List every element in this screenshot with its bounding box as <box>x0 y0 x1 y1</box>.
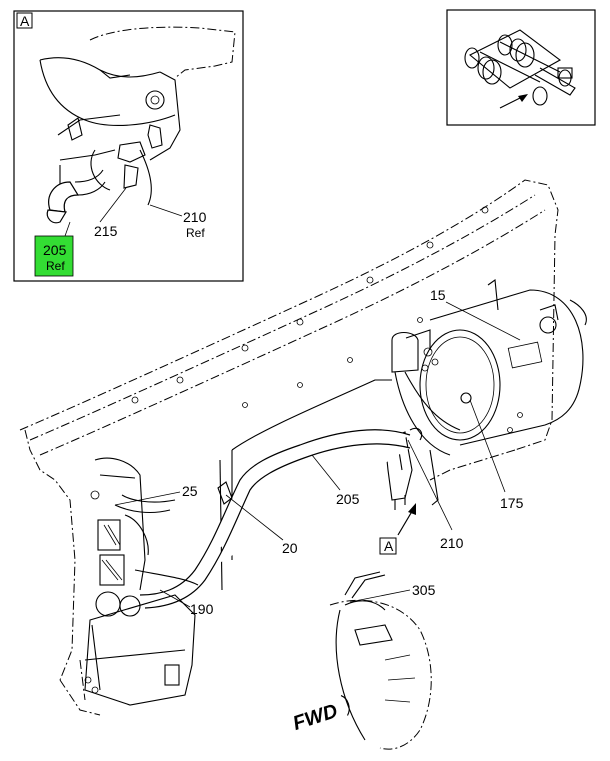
view-a-label: A <box>384 538 394 554</box>
callout-215: 215 <box>94 223 118 239</box>
callout-190: 190 <box>190 601 214 617</box>
fwd-label: FWD <box>290 700 340 735</box>
leader-20 <box>225 494 284 541</box>
callout-210: 210 <box>440 535 464 551</box>
callout-305: 305 <box>412 582 436 598</box>
leader-210-detail <box>149 204 183 217</box>
reservoir <box>84 594 196 706</box>
detail-view-label-box <box>16 12 33 29</box>
detail-view-label: A <box>20 13 30 29</box>
callout-205: 205 <box>336 491 360 507</box>
callout-25: 25 <box>182 483 198 499</box>
main-view: A 15 175 210 205 25 20 190 305 FWD <box>19 179 587 750</box>
leader-205 <box>311 454 341 491</box>
coolant-hose-205 <box>139 429 411 609</box>
leader-15 <box>445 301 521 341</box>
mounting-bracket <box>384 427 439 510</box>
firewall-panel-left-edge <box>24 429 76 681</box>
view-a-label-box <box>379 537 397 555</box>
callout-15: 15 <box>430 287 446 303</box>
firewall-panel-top-edge <box>19 179 559 451</box>
detail-panel-edge <box>89 26 236 79</box>
leader-190 <box>159 589 191 608</box>
coolant-tank <box>391 279 587 456</box>
leader-205-detail <box>64 221 71 237</box>
detail-view-a: A 215 210 Ref 205 Ref <box>13 10 244 282</box>
fwd-arrow-icon <box>340 695 350 716</box>
callout-205-detail: 205 <box>43 242 67 258</box>
callout-210-ref-detail: Ref <box>186 226 205 240</box>
connector-cluster <box>94 457 199 617</box>
leader-215 <box>99 187 127 223</box>
fan-shroud <box>329 571 432 750</box>
leader-25 <box>114 491 181 506</box>
leader-210 <box>407 439 453 531</box>
truck-chassis-icon <box>446 9 596 126</box>
callout-175: 175 <box>500 495 524 511</box>
leader-175 <box>469 399 506 493</box>
callout-20: 20 <box>282 540 298 556</box>
callout-210-detail: 210 <box>183 209 207 225</box>
leader-305 <box>349 589 411 603</box>
forward-indicator: FWD <box>290 695 350 735</box>
callout-205-ref-detail: Ref <box>46 259 65 273</box>
panel-mounting-holes <box>90 206 523 500</box>
callout-205-highlight <box>34 235 74 277</box>
